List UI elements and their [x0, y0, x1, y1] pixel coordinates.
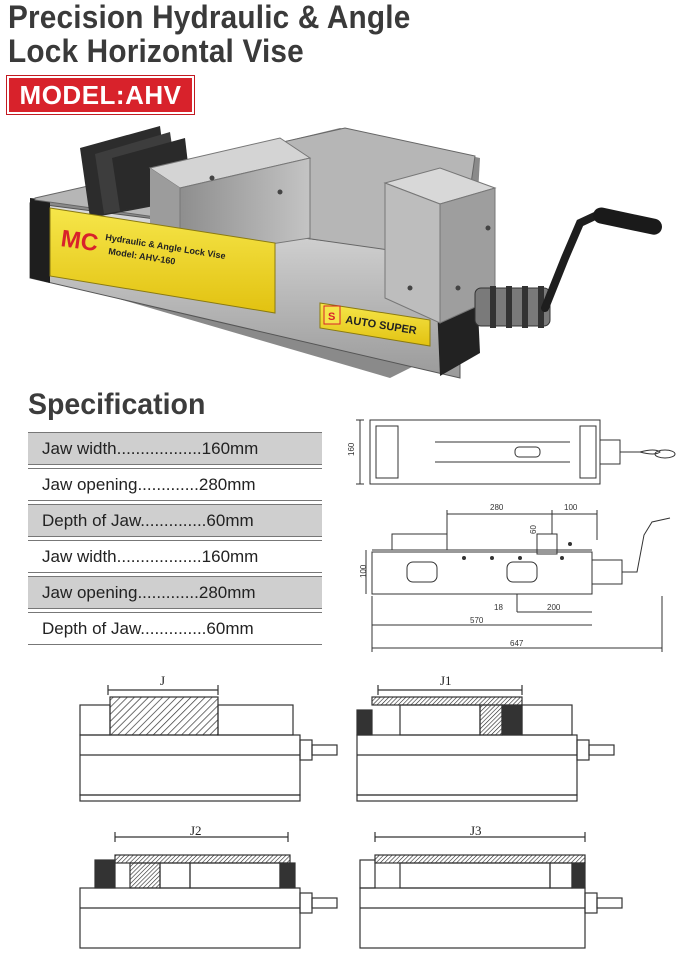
svg-text:160: 160	[347, 442, 356, 456]
spec-table: Jaw width..................160mm Jaw ope…	[28, 432, 322, 648]
svg-text:J2: J2	[190, 823, 202, 838]
spec-row: Jaw opening.............280mm	[28, 576, 322, 609]
svg-text:S: S	[328, 311, 335, 323]
svg-text:18: 18	[494, 603, 503, 612]
spec-row: Jaw opening.............280mm	[28, 468, 322, 501]
svg-text:570: 570	[470, 616, 484, 625]
jaw-configurations: J J1 J2	[79, 673, 623, 949]
svg-text:J: J	[160, 673, 165, 688]
side-view-drawing: 280 100 60 100 18 200 570 647	[359, 503, 671, 652]
title-line-2: Lock Horizontal Vise	[8, 33, 304, 69]
config-j1	[356, 685, 615, 802]
hydraulic-cylinder	[474, 286, 551, 328]
spec-row: Jaw width..................160mm	[28, 432, 322, 465]
crank-handle	[541, 207, 662, 312]
svg-text:200: 200	[547, 603, 561, 612]
config-j3	[359, 832, 623, 949]
svg-text:100: 100	[564, 503, 578, 512]
svg-text:280: 280	[490, 503, 504, 512]
product-image: MC Hydraulic & Angle Lock Vise Model: AH…	[29, 126, 662, 379]
svg-text:J3: J3	[470, 823, 482, 838]
svg-text:647: 647	[510, 639, 524, 648]
model-badge: MODEL:AHV	[7, 76, 194, 114]
svg-text:60: 60	[529, 525, 538, 534]
svg-text:J1: J1	[440, 673, 452, 688]
spec-row: Depth of Jaw..............60mm	[28, 612, 322, 645]
brand-logo: MC	[59, 225, 100, 257]
spec-row: Depth of Jaw..............60mm	[28, 504, 322, 537]
title-line-1: Precision Hydraulic & Angle	[8, 0, 411, 35]
spec-row: Jaw width..................160mm	[28, 540, 322, 573]
top-view-drawing: 160	[347, 419, 676, 485]
svg-text:100: 100	[359, 564, 368, 578]
config-j2	[79, 832, 338, 949]
page-title: Precision Hydraulic & Angle Lock Horizon…	[8, 0, 410, 68]
config-j	[79, 685, 338, 802]
spec-heading: Specification	[28, 388, 206, 421]
